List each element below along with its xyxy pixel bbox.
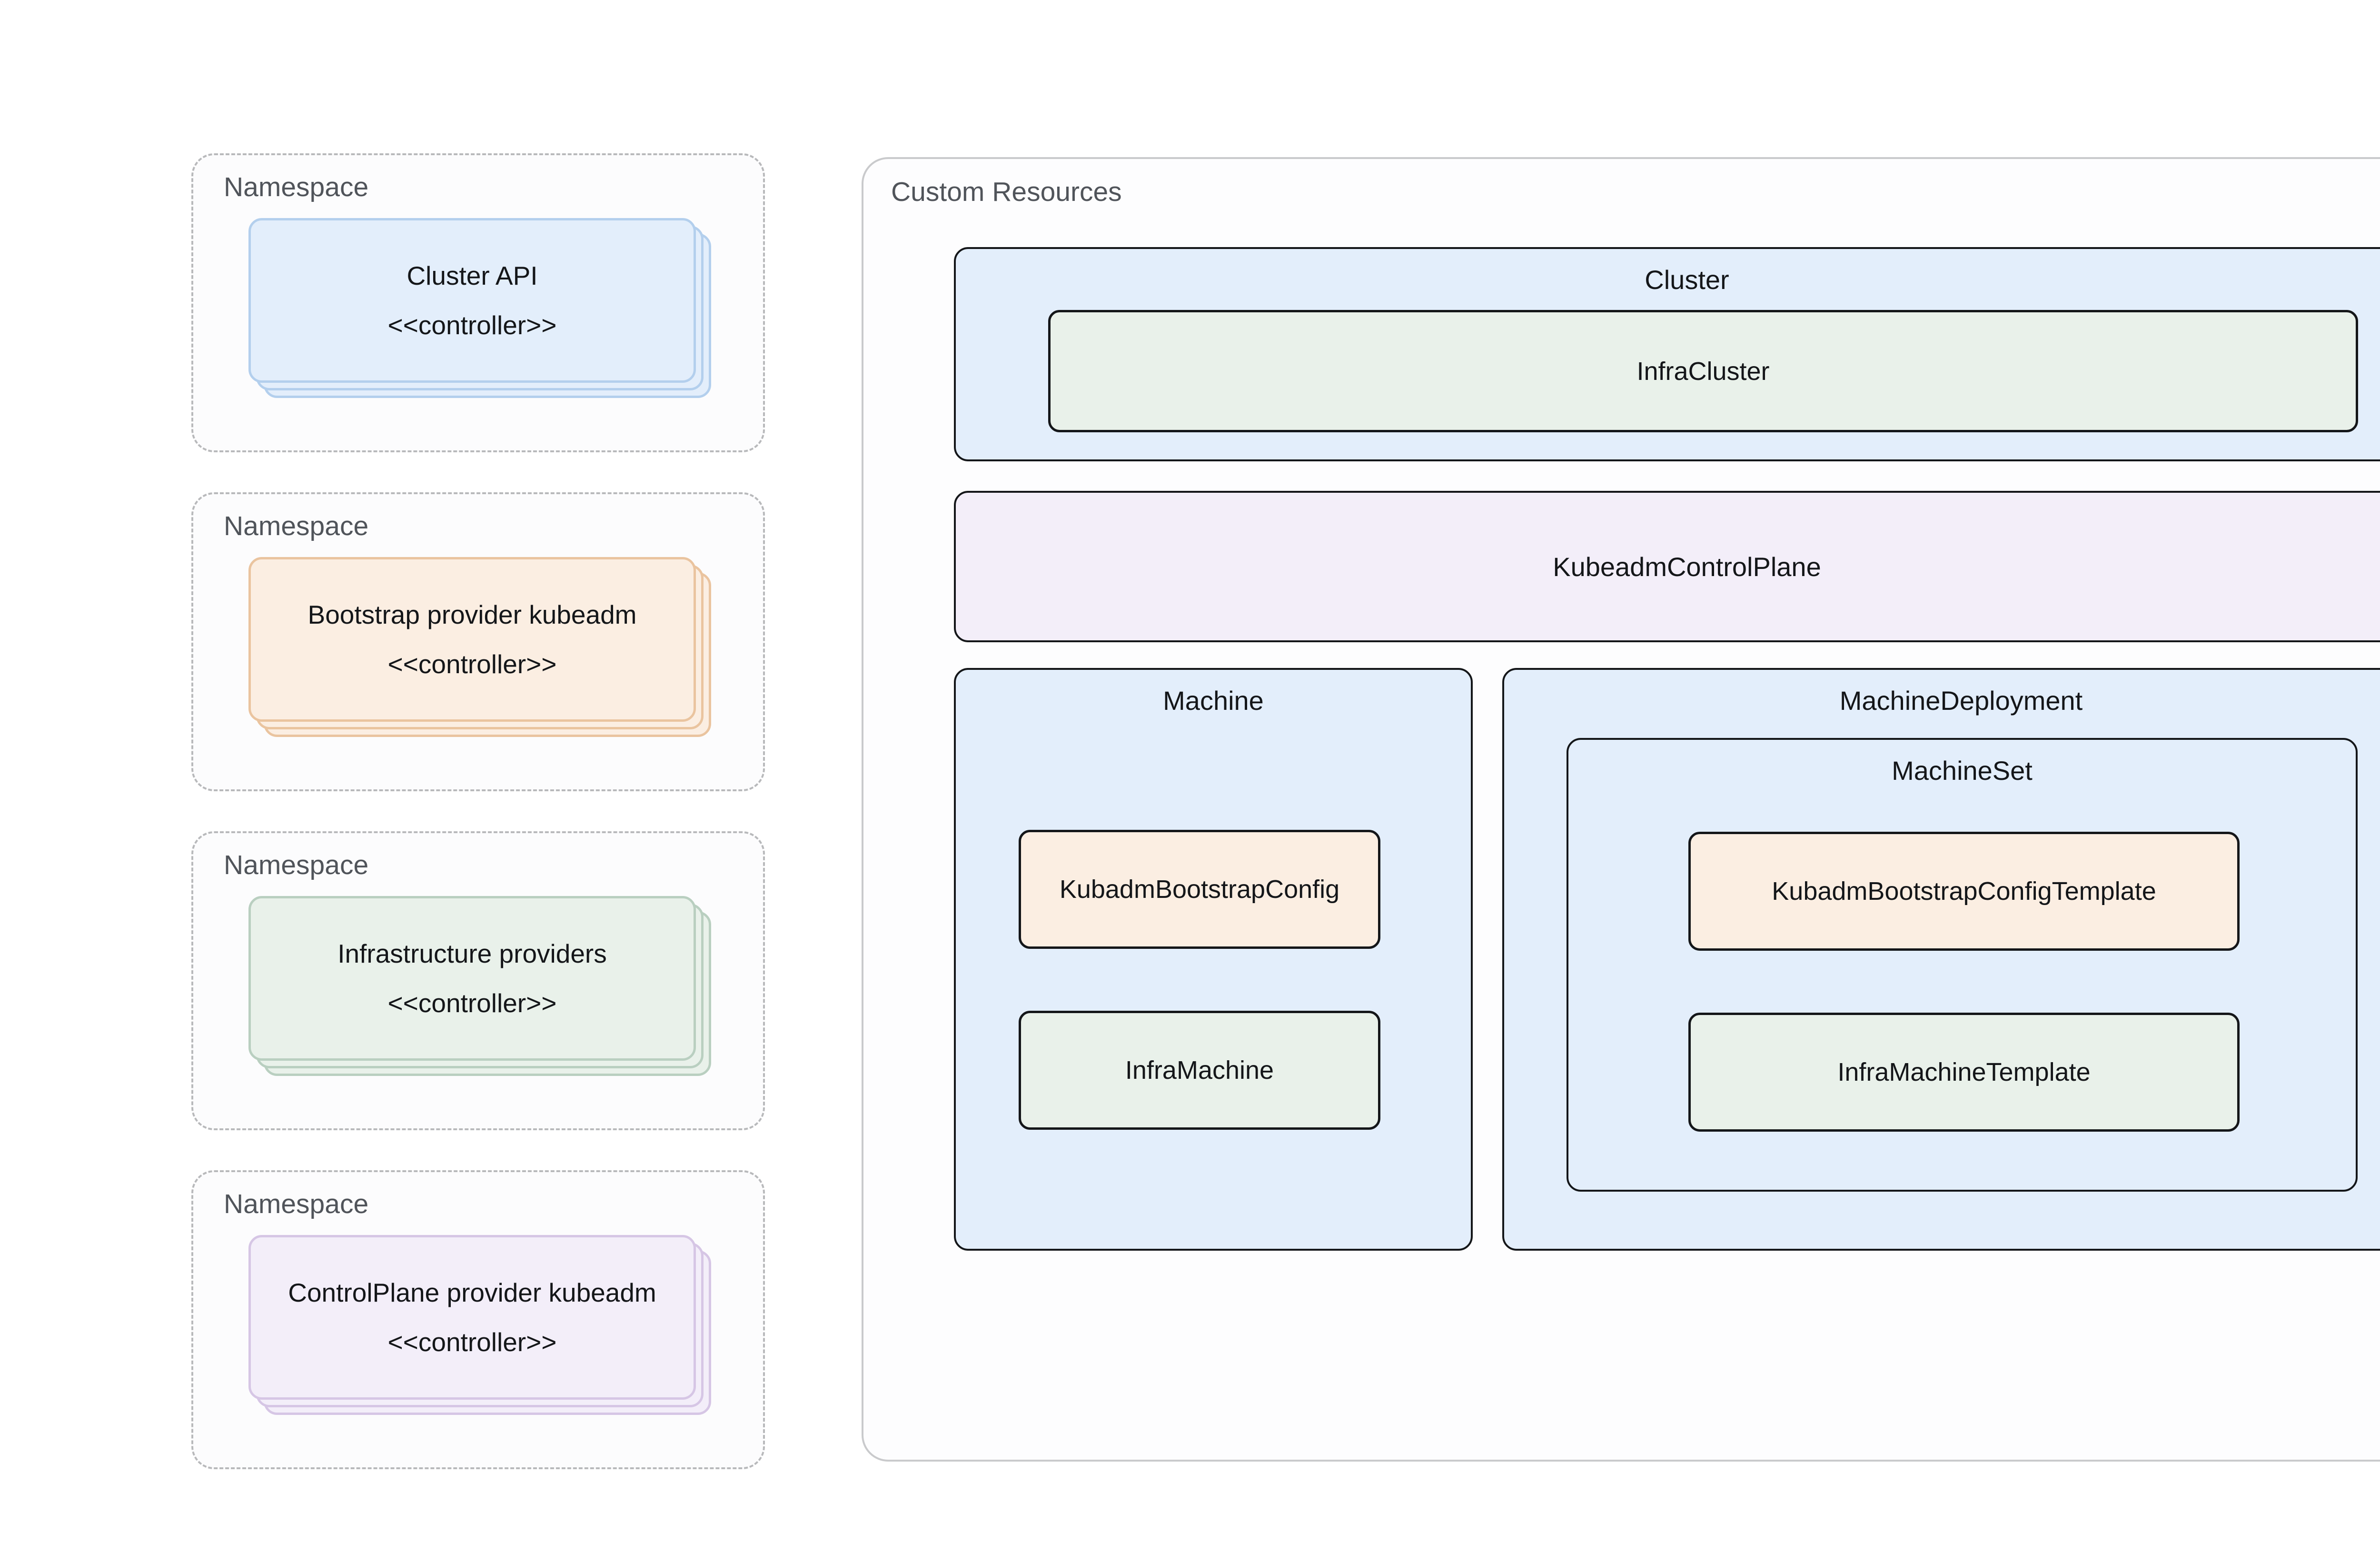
infra-cluster-label: InfraCluster	[1636, 357, 1770, 386]
controller-name: Cluster API	[407, 261, 538, 290]
custom-resources-label: Custom Resources	[891, 177, 1122, 207]
namespace-box-bootstrap-provider: Namespace Bootstrap provider kubeadm <<c…	[191, 492, 765, 791]
infra-machine-label: InfraMachine	[1125, 1056, 1274, 1085]
controller-card-bootstrap-provider: Bootstrap provider kubeadm <<controller>…	[248, 557, 696, 722]
infra-machine-template-box: InfraMachineTemplate	[1688, 1013, 2240, 1132]
machine-box: Machine KubadmBootstrapConfig InfraMachi…	[954, 668, 1473, 1251]
controller-card-stack-infrastructure-providers: Infrastructure providers <<controller>>	[248, 896, 711, 1076]
controller-card-stack-controlplane-provider: ControlPlane provider kubeadm <<controll…	[248, 1235, 711, 1415]
machine-set-title: MachineSet	[1892, 756, 2033, 786]
controller-name: ControlPlane provider kubeadm	[288, 1278, 656, 1307]
machine-set-box: MachineSet KubadmBootstrapConfigTemplate…	[1567, 738, 2358, 1192]
infra-machine-box: InfraMachine	[1019, 1011, 1380, 1130]
kubeadm-control-plane-label: KubeadmControlPlane	[1553, 551, 1821, 582]
kubadm-bootstrap-config-label: KubadmBootstrapConfig	[1059, 875, 1340, 904]
namespace-box-cluster-api: Namespace Cluster API <<controller>>	[191, 153, 765, 452]
cluster-box: Cluster InfraCluster	[954, 247, 2380, 461]
controller-stereotype: <<controller>>	[387, 310, 557, 340]
controller-stereotype: <<controller>>	[387, 649, 557, 679]
controller-stereotype: <<controller>>	[387, 1327, 557, 1357]
controller-card-cluster-api: Cluster API <<controller>>	[248, 218, 696, 383]
namespace-label: Namespace	[224, 511, 369, 541]
controller-card-controlplane-provider: ControlPlane provider kubeadm <<controll…	[248, 1235, 696, 1400]
kubadm-bootstrap-config-template-box: KubadmBootstrapConfigTemplate	[1688, 832, 2240, 951]
controller-card-stack-bootstrap-provider: Bootstrap provider kubeadm <<controller>…	[248, 557, 711, 737]
controller-card-infrastructure-providers: Infrastructure providers <<controller>>	[248, 896, 696, 1061]
infra-cluster-box: InfraCluster	[1048, 310, 2358, 432]
kubadm-bootstrap-config-box: KubadmBootstrapConfig	[1019, 830, 1380, 949]
infra-machine-template-label: InfraMachineTemplate	[1837, 1058, 2091, 1086]
controller-name: Infrastructure providers	[337, 939, 607, 968]
namespace-box-controlplane-provider: Namespace ControlPlane provider kubeadm …	[191, 1170, 765, 1469]
kubeadm-control-plane-box: KubeadmControlPlane	[954, 491, 2380, 642]
controller-card-stack-cluster-api: Cluster API <<controller>>	[248, 218, 711, 398]
controller-name: Bootstrap provider kubeadm	[307, 600, 637, 629]
controller-stereotype: <<controller>>	[387, 988, 557, 1018]
namespace-label: Namespace	[224, 172, 369, 202]
namespace-label: Namespace	[224, 1189, 369, 1219]
machine-deployment-title: MachineDeployment	[1839, 686, 2083, 716]
machine-title: Machine	[1163, 686, 1264, 716]
namespace-box-infrastructure-providers: Namespace Infrastructure providers <<con…	[191, 831, 765, 1130]
machine-deployment-box: MachineDeployment MachineSet KubadmBoots…	[1502, 668, 2380, 1251]
kubadm-bootstrap-config-template-label: KubadmBootstrapConfigTemplate	[1772, 877, 2156, 906]
custom-resources-panel: Custom Resources Cluster InfraCluster Ku…	[862, 157, 2380, 1462]
namespace-label: Namespace	[224, 850, 369, 880]
cluster-title: Cluster	[1645, 265, 1729, 295]
